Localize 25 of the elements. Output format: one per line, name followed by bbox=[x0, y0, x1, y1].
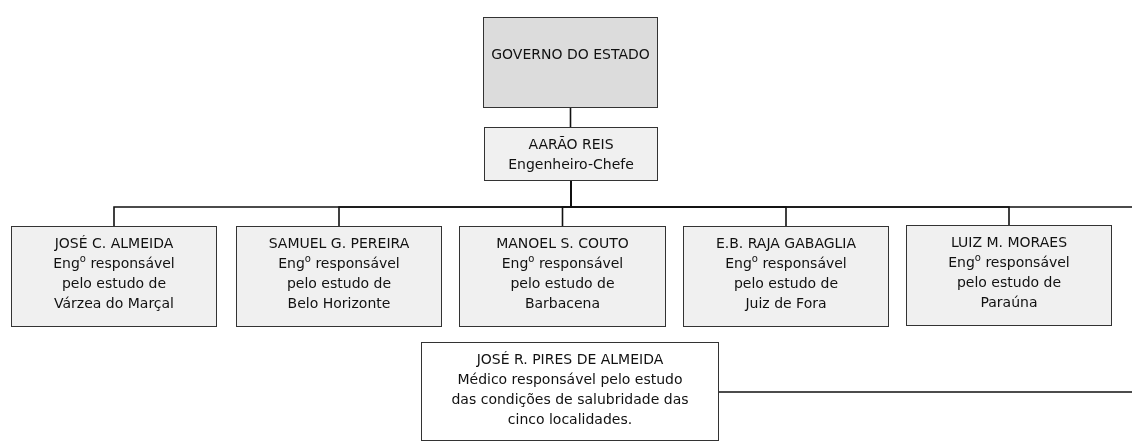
person-name: E.B. RAJA GABAGLIA bbox=[715, 234, 857, 253]
connector-line bbox=[569, 107, 572, 128]
role-text: Eng$^{o}$ responsável pelo estudo de Juiz de Fora bbox=[724, 253, 848, 313]
role-text: Engenheiro-Chefe bbox=[508, 155, 634, 174]
org-box bbox=[683, 226, 889, 327]
org-box bbox=[484, 127, 658, 181]
org-box bbox=[421, 342, 719, 441]
connector-line bbox=[718, 391, 1132, 393]
role-text: Médico responsável pelo estudo das condições de salubridade das cinco localidades. bbox=[450, 370, 690, 429]
role-text: Eng$^{o}$ responsável pelo estudo de Paraúna bbox=[947, 252, 1071, 312]
org-box bbox=[236, 226, 442, 327]
person-name: JOSÉ C. ALMEIDA bbox=[54, 234, 174, 253]
role-text: Eng$^{o}$ responsável pelo estudo de Várzea do Marçal bbox=[52, 253, 176, 313]
org-box bbox=[459, 226, 666, 327]
person-name: SAMUEL G. PEREIRA bbox=[268, 234, 410, 253]
person-name: JOSÉ R. PIRES DE ALMEIDA bbox=[476, 350, 664, 369]
role-text: Eng$^{o}$ responsável pelo estudo de Barbacena bbox=[500, 253, 625, 313]
org-box bbox=[11, 226, 217, 327]
org-box bbox=[483, 17, 658, 108]
org-box bbox=[906, 225, 1112, 326]
role-text: Eng$^{o}$ responsável pelo estudo de Belo Horizonte bbox=[277, 253, 401, 313]
person-name: GOVERNO DO ESTADO bbox=[491, 45, 650, 64]
person-name: LUIZ M. MORAES bbox=[950, 233, 1068, 252]
person-name: MANOEL S. COUTO bbox=[496, 234, 629, 253]
person-name: AARÃO REIS bbox=[528, 135, 614, 154]
